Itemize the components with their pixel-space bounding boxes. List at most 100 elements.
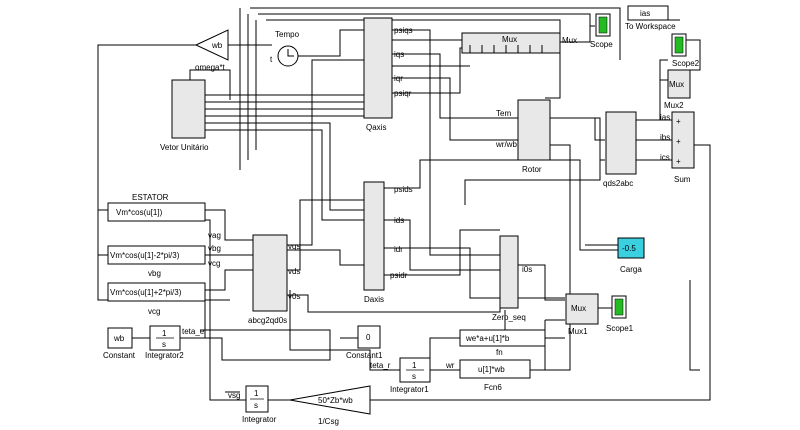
to-workspace-block[interactable]: ias To Workspace [625, 5, 676, 31]
mux1-caption: Mux1 [568, 327, 588, 336]
fcn6-expr: u[1]*wb [478, 365, 505, 374]
clock-block[interactable]: Tempo t [270, 30, 300, 67]
mux-top-port: Mux [562, 36, 577, 45]
mux-top-label: Mux [502, 35, 517, 44]
abcg2qd0s-block[interactable]: vqs vds v0s abcg2qd0s [248, 234, 300, 325]
constant1-block[interactable]: 0 Constant1 [346, 325, 383, 360]
fcn-a-out: vag [208, 231, 221, 240]
clock-caption: Tempo [275, 30, 300, 39]
fcn6-caption: Fcn6 [484, 383, 502, 392]
daxis-port-ids: ids [394, 216, 404, 225]
vetor-unitario-block[interactable]: Vetor Unitário [160, 79, 209, 152]
integrator-block[interactable]: 1 s Integrator vsg [228, 385, 277, 424]
clock-port: t [270, 55, 273, 64]
mux1-label: Mux [571, 304, 586, 313]
integrator2-num: 1 [162, 329, 167, 338]
qaxis-port-psiqr: psiqr [394, 89, 412, 98]
fcn-block[interactable]: we*a+u[1]*b fn [459, 329, 546, 357]
daxis-port-psidr: psidr [390, 271, 408, 280]
carga-block[interactable]: -0.5 Carga [617, 237, 645, 274]
abcg-port-vqs: vqs [288, 242, 300, 251]
integrator-den: s [254, 401, 258, 410]
vetor-unitario-caption: Vetor Unitário [160, 143, 209, 152]
daxis-port-idr: idr [394, 245, 403, 254]
fcn-b-in: vbg [148, 269, 161, 278]
integrator2-caption: Integrator2 [145, 351, 184, 360]
constant-block[interactable]: wb Constant [103, 327, 136, 360]
rotor-block[interactable]: Tem wr/wb Rotor [495, 99, 551, 174]
rotor-caption: Rotor [522, 165, 542, 174]
qaxis-block[interactable]: psiqs iqs iqr psiqr Qaxis [363, 17, 413, 132]
sum-block[interactable]: + + + ias ibs ics Sum [660, 111, 695, 184]
to-workspace-caption: To Workspace [625, 22, 676, 31]
estator-group: ESTATOR [132, 193, 169, 202]
fcn-expr: we*a+u[1]*b [465, 334, 510, 343]
integrator-num: 1 [254, 389, 259, 398]
fcn-c-in: vcg [148, 307, 160, 316]
daxis-block[interactable]: psids ids idr psidr Daxis [363, 181, 413, 304]
mux-top-block[interactable]: Mux Mux [461, 32, 577, 54]
mux2-label: Mux [669, 80, 684, 89]
omega-gain-block[interactable]: wb omega*t [194, 29, 229, 72]
zero-seq-port: i0s [522, 265, 532, 274]
omega-gain-label: wb [211, 41, 223, 50]
fcn-a-expr: Vm*cos(u[1]) [116, 208, 163, 217]
scope1-caption: Scope1 [606, 324, 634, 333]
fcn-b-expr: Vm*cos(u[1]-2*pi/3) [110, 251, 180, 260]
fcn-c-expr: Vm*cos(u[1]+2*pi/3) [110, 288, 182, 297]
qaxis-caption: Qaxis [366, 123, 386, 132]
daxis-caption: Daxis [364, 295, 384, 304]
scope1-block[interactable]: Scope1 [606, 295, 634, 333]
integrator1-num: 1 [412, 361, 417, 370]
integrator1-den: s [412, 372, 416, 381]
carga-caption: Carga [620, 265, 642, 274]
integrator1-caption: Integrator1 [390, 385, 429, 394]
zero-seq-caption: Zero_seq [492, 313, 526, 322]
to-workspace-label: ias [640, 9, 650, 18]
qaxis-port-iqr: iqr [394, 74, 403, 83]
integrator-in: vsg [228, 391, 240, 400]
scope-caption: Scope [590, 40, 613, 49]
csg-gain-label: 50*Zb*wb [318, 396, 353, 405]
integrator2-den: s [162, 340, 166, 349]
fcn6-block[interactable]: u[1]*wb Fcn6 wr [445, 359, 531, 392]
fcn-b-block[interactable]: Vm*cos(u[1]-2*pi/3) vbg vbg [107, 244, 221, 278]
mux2-block[interactable]: Mux Mux2 [664, 69, 691, 110]
scope2-icon [674, 36, 684, 54]
estator-title: ESTATOR [132, 193, 169, 202]
scope-block[interactable]: Scope [590, 13, 613, 49]
omega-gain-caption: omega*t [195, 63, 226, 72]
integrator1-in: teta_r [370, 361, 391, 370]
rotor-port-tem: Tem [496, 109, 511, 118]
integrator1-block[interactable]: 1 s Integrator1 teta_r [370, 357, 431, 394]
mux2-caption: Mux2 [664, 101, 684, 110]
constant-value: wb [113, 334, 125, 343]
fcn-a-block[interactable]: Vm*cos(u[1]) vag [107, 202, 221, 240]
integrator2-block[interactable]: 1 s Integrator2 teta_e [145, 325, 205, 360]
scope1-icon [614, 298, 624, 316]
sum-port-ibs: ibs [660, 133, 670, 142]
fcn-c-block[interactable]: Vm*cos(u[1]+2*pi/3) vcg vcg [107, 259, 220, 316]
sum-sign-1: + [676, 117, 681, 126]
constant1-caption: Constant1 [346, 351, 383, 360]
qaxis-port-iqs: iqs [394, 50, 404, 59]
sum-sign-2: + [676, 137, 681, 146]
sum-port-ics: ics [660, 153, 670, 162]
carga-value: -0.5 [622, 244, 636, 253]
clock-icon [287, 49, 294, 57]
qds2abc-caption: qds2abc [603, 179, 633, 188]
zero-seq-block[interactable]: i0s Zero_seq [492, 235, 532, 322]
csg-gain-block[interactable]: 50*Zb*wb 1/Csg [289, 385, 371, 426]
rotor-port-wrwb: wr/wb [495, 140, 517, 149]
sum-caption: Sum [674, 175, 691, 184]
abcg-port-v0s: v0s [288, 292, 300, 301]
fcn6-in: wr [445, 361, 455, 370]
qaxis-port-psiqs: psiqs [394, 26, 413, 35]
qds2abc-block[interactable]: qds2abc [603, 111, 637, 188]
fcn-b-out: vbg [208, 244, 221, 253]
sum-port-ias: ias [660, 113, 670, 122]
mux1-block[interactable]: Mux Mux1 [565, 293, 599, 336]
scope2-block[interactable]: Scope2 [671, 33, 700, 68]
